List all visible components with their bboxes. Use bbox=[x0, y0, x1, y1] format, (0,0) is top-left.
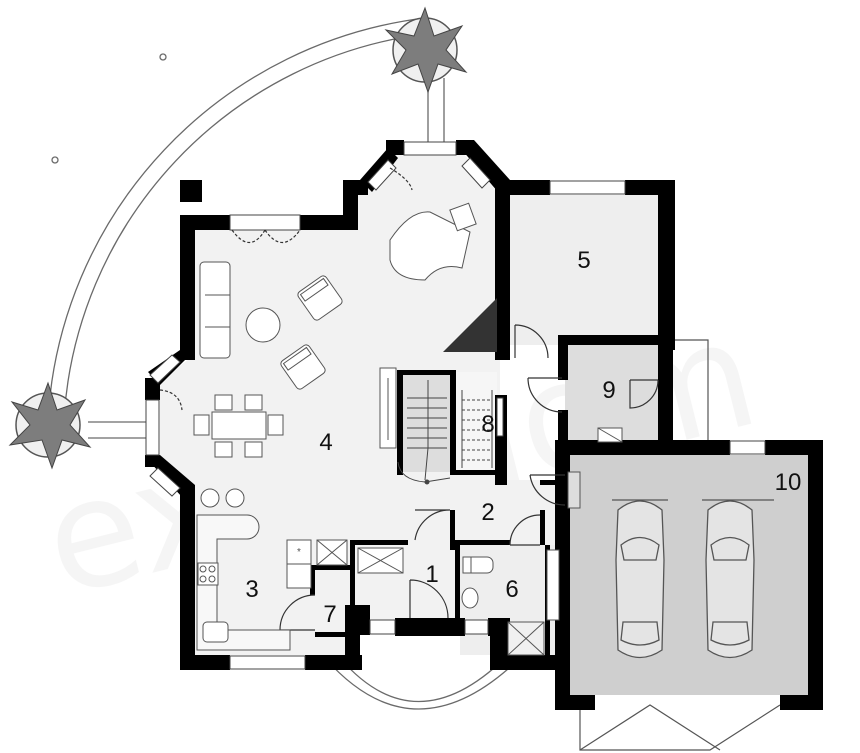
plant-icon bbox=[8, 381, 92, 470]
piano bbox=[389, 211, 471, 281]
armchair bbox=[297, 275, 343, 321]
room-label-9: 9 bbox=[602, 377, 615, 404]
staircase bbox=[397, 380, 504, 485]
terrace-steps bbox=[579, 339, 781, 751]
coffee-table bbox=[245, 307, 281, 343]
room-label-6: 6 bbox=[505, 576, 518, 603]
room-label-1: 1 bbox=[425, 561, 438, 588]
furniture: * bbox=[193, 202, 623, 656]
room-label-10: 10 bbox=[775, 469, 802, 496]
room-label-8: 8 bbox=[481, 411, 494, 438]
room-label-4: 4 bbox=[319, 429, 332, 456]
doors bbox=[159, 167, 659, 631]
floors bbox=[160, 150, 808, 695]
windows bbox=[145, 141, 766, 670]
car-icon bbox=[702, 499, 774, 659]
walls bbox=[145, 140, 823, 710]
room-label-2: 2 bbox=[481, 499, 494, 526]
room-label-3: 3 bbox=[245, 576, 258, 603]
room-labels: 1 2 3 4 5 6 7 8 9 10 bbox=[245, 247, 801, 628]
staircase-wedge bbox=[443, 298, 497, 352]
plant-icon bbox=[384, 6, 468, 94]
sink bbox=[461, 587, 479, 609]
room-label-7: 7 bbox=[323, 601, 336, 628]
garden-path bbox=[47, 17, 445, 439]
svg-text:*: * bbox=[297, 547, 301, 558]
entrance-arc bbox=[324, 657, 521, 710]
armchair bbox=[280, 344, 326, 390]
room-label-5: 5 bbox=[577, 247, 590, 274]
sofa bbox=[199, 261, 231, 359]
dining-table bbox=[211, 411, 267, 440]
car-icon bbox=[612, 499, 668, 659]
